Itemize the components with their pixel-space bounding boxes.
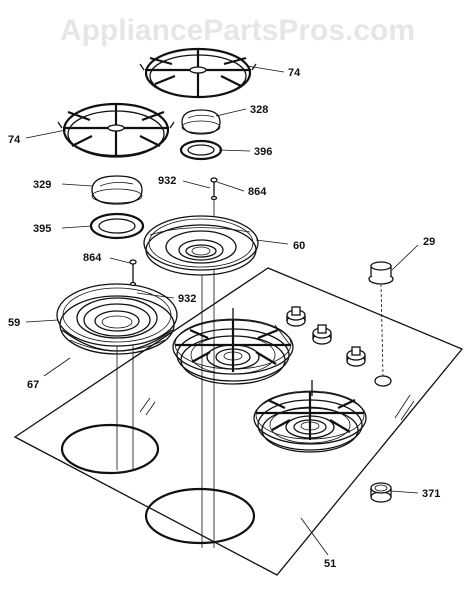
callout-932-lower: 932: [178, 293, 196, 305]
part-foot-371: [370, 482, 392, 503]
callout-59: 59: [8, 317, 20, 329]
callout-labels: 74 74 328 396 932 864 329 395 60 864 932…: [8, 67, 440, 570]
callout-371: 371: [422, 488, 440, 500]
callout-396: 396: [254, 146, 272, 158]
part-ring-396: [179, 139, 223, 161]
callout-29: 29: [423, 236, 435, 248]
callout-864-lower: 864: [83, 252, 102, 264]
part-screw-864-lower: [129, 259, 137, 287]
burner-front-right: [253, 380, 367, 453]
callout-328: 328: [250, 104, 268, 116]
part-ring-395: [89, 212, 145, 240]
watermark-logo: AppliancePartsPros.com: [59, 14, 416, 47]
part-grate-74-left: [57, 102, 175, 158]
callout-74-left: 74: [8, 134, 21, 146]
callout-67: 67: [27, 379, 39, 391]
callout-60: 60: [293, 240, 305, 252]
control-stems: [286, 306, 366, 367]
leader-lines: [25, 65, 419, 556]
callout-329: 329: [33, 179, 51, 191]
part-screw-864-upper: [210, 177, 218, 201]
callout-395: 395: [33, 223, 51, 235]
part-cap-328: [181, 109, 221, 135]
callout-864-upper: 864: [248, 186, 267, 198]
callout-932-upper: 932: [158, 175, 176, 187]
callout-51: 51: [324, 558, 336, 570]
part-grate-74-top: [139, 47, 257, 99]
part-burner-bowl-59: [56, 283, 178, 355]
burner-center: [172, 308, 294, 385]
cooktop-plate: [13, 267, 464, 576]
part-cap-329: [91, 175, 143, 205]
part-knob-29: [368, 261, 394, 377]
callout-74-top: 74: [288, 67, 301, 79]
part-burner-bowl-60: [143, 215, 259, 276]
